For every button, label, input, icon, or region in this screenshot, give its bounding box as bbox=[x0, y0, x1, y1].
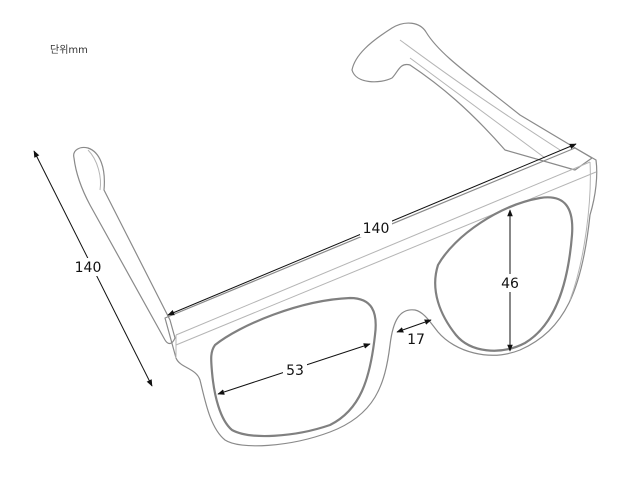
lens-height-label: 46 bbox=[501, 276, 519, 292]
bridge-width-dimension: 17 bbox=[396, 319, 432, 348]
left-temple-arm bbox=[73, 146, 176, 345]
temple-length-dimension: 140 bbox=[33, 150, 153, 387]
right-temple-arm bbox=[351, 22, 593, 171]
front-frame bbox=[164, 147, 598, 447]
bridge-width-line bbox=[396, 319, 432, 333]
bridge-width-label: 17 bbox=[407, 332, 425, 348]
total-width-label: 140 bbox=[363, 221, 390, 237]
temple-length-label: 140 bbox=[75, 260, 102, 276]
unit-label: 단위mm bbox=[50, 45, 88, 56]
lens-width-label: 53 bbox=[286, 363, 304, 379]
lens-width-dimension: 53 bbox=[217, 343, 371, 395]
total-width-dimension: 140 bbox=[167, 143, 577, 316]
lens-height-dimension: 46 bbox=[497, 209, 523, 352]
